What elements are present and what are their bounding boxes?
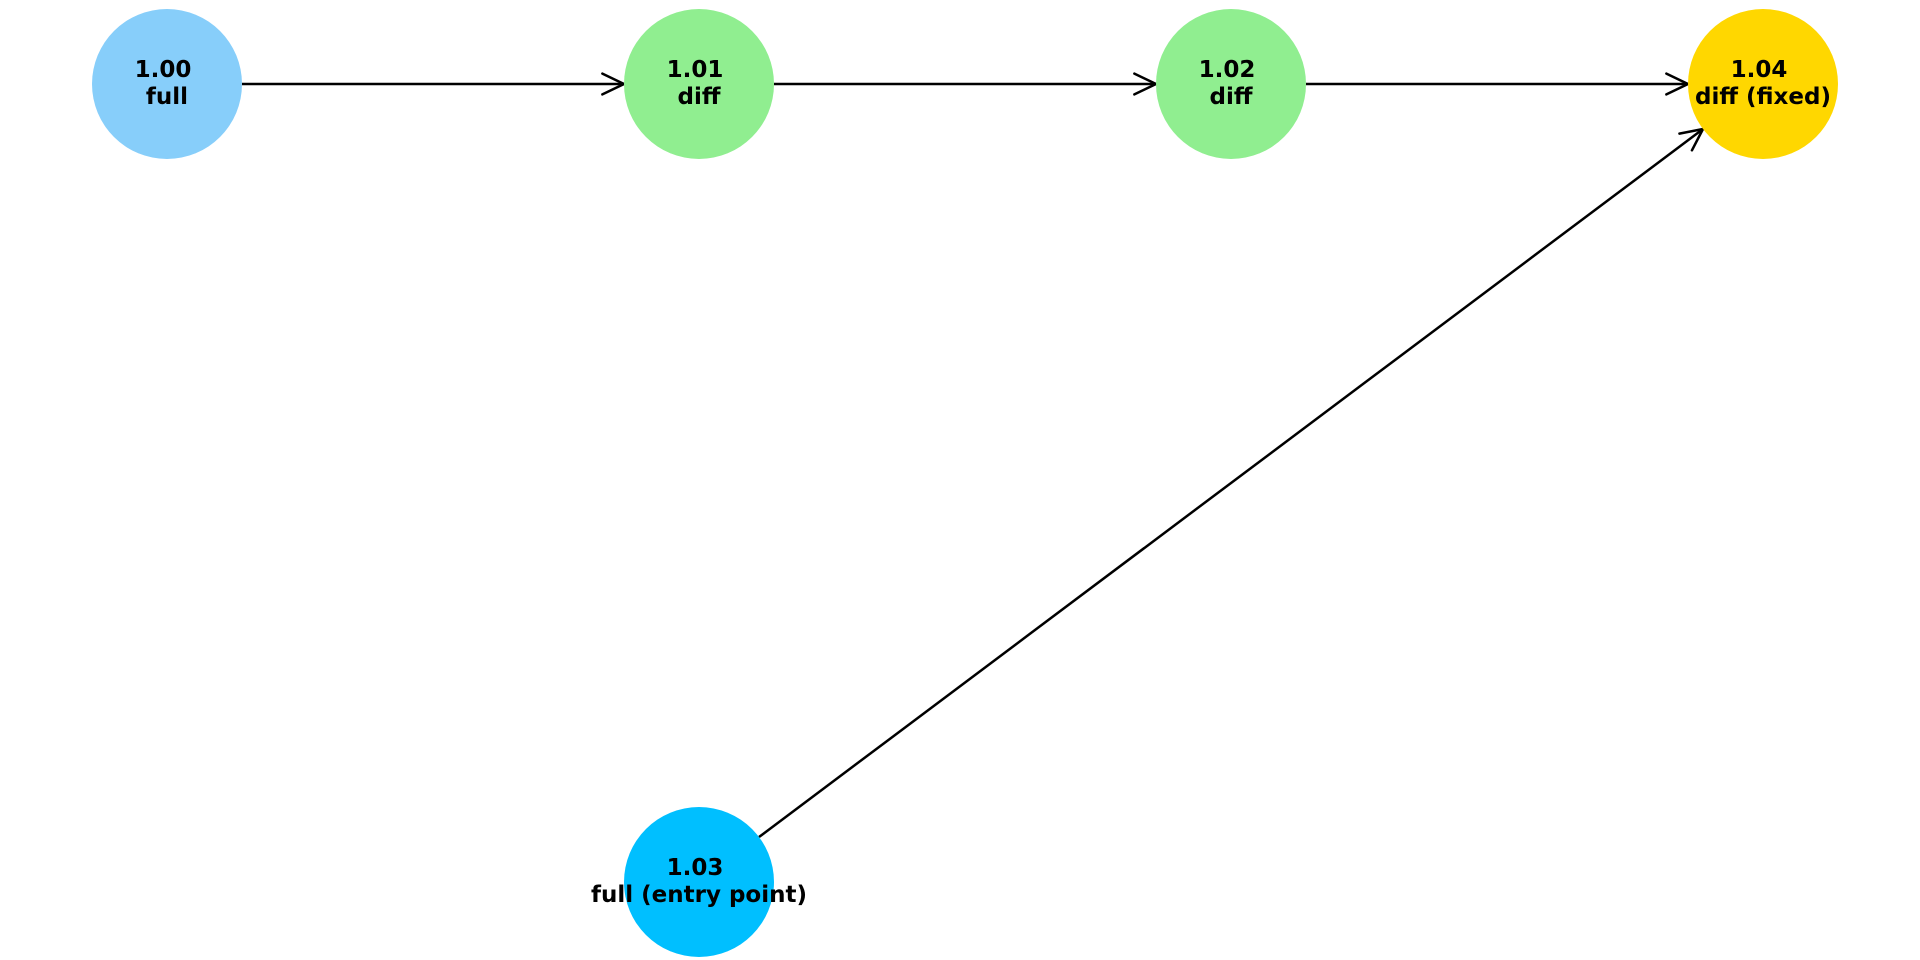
node-1-03-type: full (entry point)	[591, 882, 807, 908]
svg-text:1.03 full (entry point: 1.03 full (entry point)	[591, 855, 807, 908]
node-1-03: 1.03 full (entry point)	[591, 807, 807, 957]
node-1-03-version: 1.03	[667, 855, 724, 881]
node-1-00-type: full	[146, 84, 188, 110]
node-1-02: 1.02 diff	[1156, 9, 1306, 159]
svg-text:1.01 diff: 1.01 diff	[667, 57, 732, 110]
node-1-01-type: diff	[678, 84, 721, 110]
node-1-01: 1.01 diff	[624, 9, 774, 159]
node-1-02-circle	[1156, 9, 1306, 159]
svg-text:1.00 full: 1.00 full	[135, 57, 200, 110]
svg-text:1.04 diff (fixed): 1.04 diff (fixed)	[1695, 57, 1831, 110]
node-1-01-circle	[624, 9, 774, 159]
node-1-04: 1.04 diff (fixed)	[1688, 9, 1838, 159]
node-1-03-circle	[624, 807, 774, 957]
node-1-00-version: 1.00	[135, 57, 192, 83]
node-1-02-version: 1.02	[1199, 57, 1256, 83]
edges-layer	[242, 72, 1705, 838]
node-1-04-type: diff (fixed)	[1695, 84, 1831, 110]
node-1-01-version: 1.01	[667, 57, 724, 83]
node-1-00: 1.00 full	[92, 9, 242, 159]
node-1-02-type: diff	[1210, 84, 1253, 110]
node-1-04-version: 1.04	[1731, 57, 1788, 83]
edge-n103-to-n104	[758, 128, 1704, 838]
svg-text:1.02 diff: 1.02 diff	[1199, 57, 1264, 110]
node-1-04-circle	[1688, 9, 1838, 159]
node-1-00-circle	[92, 9, 242, 159]
nodes-layer: 1.00 full 1.01 diff 1.02 diff 1.04 diff …	[92, 9, 1838, 957]
